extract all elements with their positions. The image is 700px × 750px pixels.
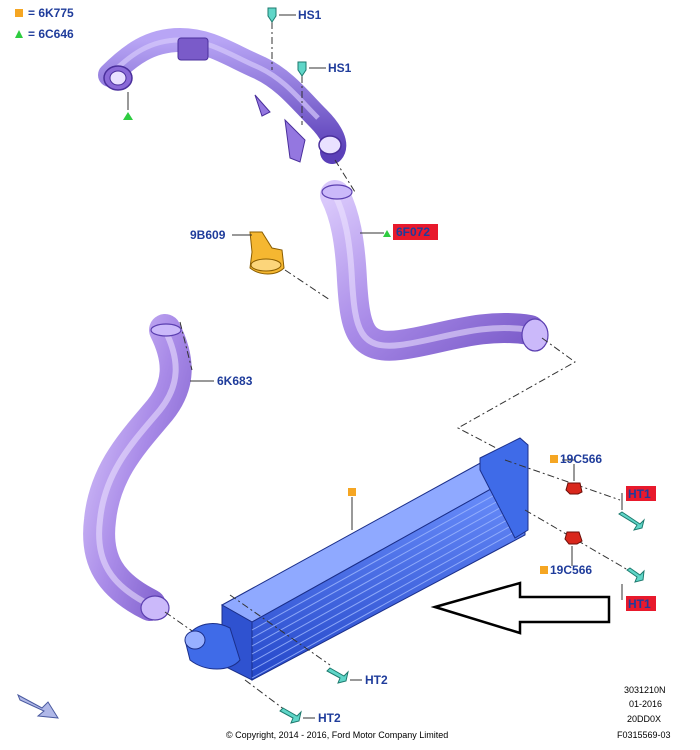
footer-code3: 20DD0X bbox=[627, 714, 661, 724]
ht2-lower-callout: HT2 bbox=[279, 707, 341, 725]
label-6f072: 6F072 bbox=[396, 225, 430, 239]
legend: = 6K775 = 6C646 bbox=[15, 6, 74, 41]
square-marker-6k775 bbox=[348, 488, 356, 496]
orientation-arrow-icon bbox=[17, 693, 59, 719]
ht2-upper-callout: HT2 bbox=[326, 667, 388, 687]
hs1-top-label: HS1 bbox=[298, 8, 322, 22]
highlight-6f072 bbox=[393, 224, 438, 240]
hs1-mid-callout: HS1 bbox=[297, 61, 352, 125]
label-ht1-lower: HT1 bbox=[628, 597, 651, 611]
label-19c566-lower: 19C566 bbox=[550, 563, 592, 577]
footer-code2: 01-2016 bbox=[629, 699, 662, 709]
label-9b609: 9B609 bbox=[190, 228, 226, 242]
upper-air-pipe bbox=[98, 27, 347, 164]
label-6k683: 6K683 bbox=[217, 374, 253, 388]
legend-triangle-marker bbox=[15, 30, 23, 38]
triangle-marker-6f072 bbox=[383, 230, 391, 237]
hose-6k683: 6K683 bbox=[83, 314, 253, 641]
label-ht2-upper: HT2 bbox=[365, 673, 388, 687]
hs1-mid-label: HS1 bbox=[328, 61, 352, 75]
footer-figure-id: F0315569-03 bbox=[617, 730, 671, 740]
grommet-lower-19c566: 19C566 bbox=[540, 531, 592, 577]
footer-code1: 3031210N bbox=[624, 685, 666, 695]
hs1-top-callout: HS1 bbox=[267, 7, 322, 70]
triangle-marker-6c646 bbox=[123, 112, 133, 120]
legend-item-6k775: = 6K775 bbox=[28, 6, 74, 20]
label-ht1-upper: HT1 bbox=[628, 487, 651, 501]
bracket-9b609: 9B609 bbox=[190, 228, 331, 301]
intercooler bbox=[184, 437, 629, 711]
label-19c566-upper: 19C566 bbox=[560, 452, 602, 466]
legend-square-marker bbox=[15, 9, 23, 17]
hose-6f072: 6F072 bbox=[320, 159, 549, 361]
ht1-lower-callout: HT1 bbox=[621, 567, 656, 611]
grommet-upper-19c566: 19C566 bbox=[550, 452, 602, 495]
legend-item-6c646: = 6C646 bbox=[28, 27, 74, 41]
ht1-upper-callout: HT1 bbox=[618, 486, 656, 531]
footer-copyright: © Copyright, 2014 - 2016, Ford Motor Com… bbox=[226, 730, 448, 740]
airflow-arrow bbox=[430, 581, 611, 635]
label-ht2-lower: HT2 bbox=[318, 711, 341, 725]
